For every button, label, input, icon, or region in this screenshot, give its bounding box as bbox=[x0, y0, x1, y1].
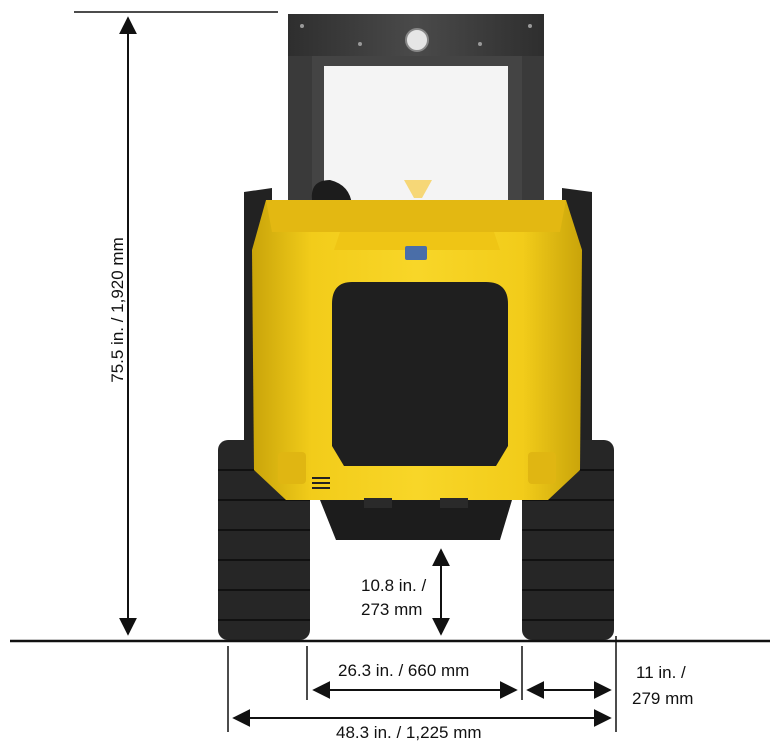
extension-lines bbox=[227, 636, 617, 732]
rear-door-panel bbox=[332, 282, 508, 466]
ground-clearance-label-line1: 10.8 in. / bbox=[361, 575, 427, 597]
engine-cover bbox=[252, 200, 582, 508]
track-gap-label: 26.3 in. / 660 mm bbox=[338, 660, 470, 682]
track-width-label-line2: 279 mm bbox=[632, 688, 694, 710]
overall-width-label: 48.3 in. / 1,225 mm bbox=[336, 722, 482, 744]
undercarriage-guard bbox=[320, 500, 512, 540]
emblem-badge bbox=[405, 246, 427, 260]
right-taillight bbox=[528, 452, 556, 484]
vent-grille bbox=[312, 477, 330, 489]
ground-clearance-label-line2: 273 mm bbox=[361, 599, 423, 621]
rops-frame bbox=[288, 14, 544, 210]
track-width-label-line1: 11 in. / bbox=[636, 662, 686, 684]
beacon-light bbox=[404, 180, 432, 198]
left-taillight bbox=[278, 452, 306, 484]
